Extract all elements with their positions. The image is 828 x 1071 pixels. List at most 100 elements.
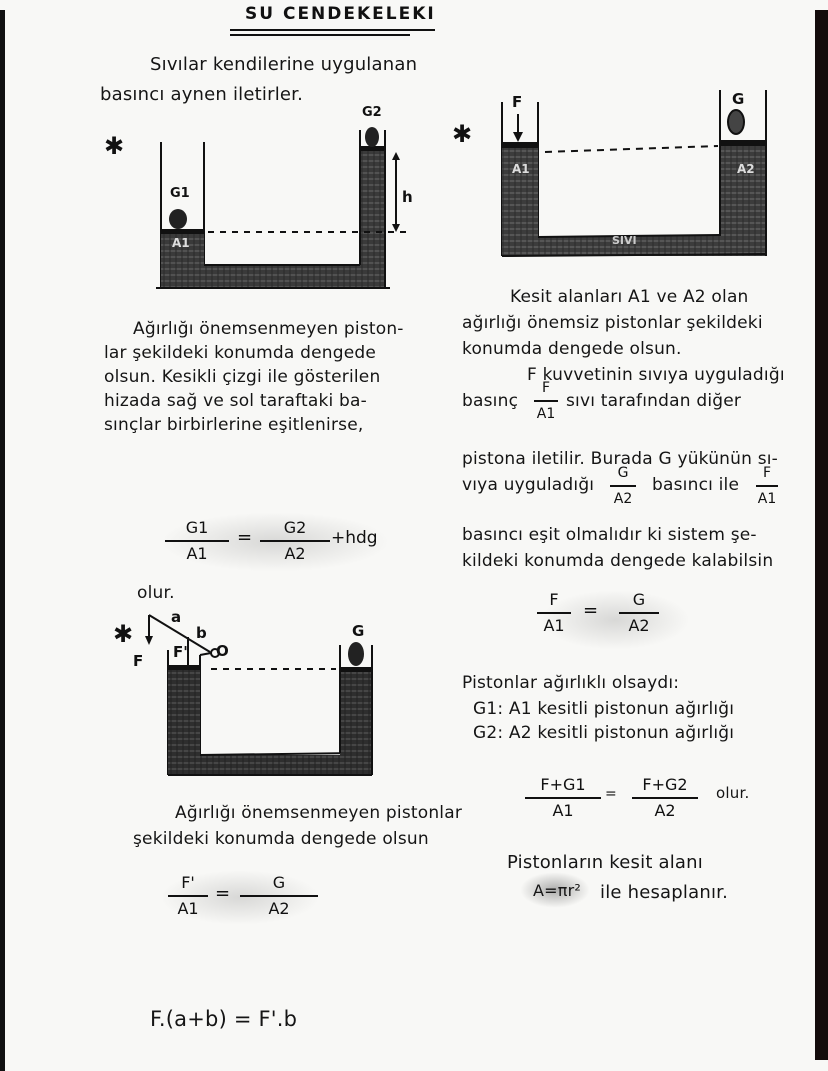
label-h: h bbox=[402, 188, 413, 206]
fig2-caption-4: F kuvvetinin sıvıya uyguladığı bbox=[527, 365, 785, 385]
label-load-g: G bbox=[352, 622, 365, 640]
equals-sign: = bbox=[605, 786, 617, 802]
denominator: A1 bbox=[177, 899, 199, 918]
pencil-smudge bbox=[520, 872, 590, 908]
label-pivot-o: O bbox=[216, 642, 229, 660]
weighted-g2-def: G2: A2 kesitli pistonun ağırlığı bbox=[473, 723, 735, 743]
numerator: F bbox=[541, 380, 551, 396]
denominator: A1 bbox=[757, 491, 777, 507]
label-force-f: F bbox=[133, 652, 144, 670]
equation-g2-over-a2: G2 A2 bbox=[260, 518, 330, 564]
numerator: F bbox=[762, 465, 772, 481]
fig3-caption-2: şekildeki konumda dengede olsun bbox=[133, 829, 429, 849]
denominator: A2 bbox=[284, 544, 306, 563]
fig1-olur: olur. bbox=[137, 583, 175, 603]
fig1-caption-4: hizada sağ ve sol taraftaki ba- bbox=[104, 391, 368, 411]
label-a1: A1 bbox=[172, 236, 190, 250]
equals-sign: = bbox=[583, 600, 599, 621]
label-a2: A2 bbox=[737, 162, 755, 176]
denominator: A1 bbox=[186, 544, 208, 563]
fig3-caption-1: Ağırlığı önemsenmeyen pistonlar bbox=[175, 803, 463, 823]
denominator: A2 bbox=[268, 899, 290, 918]
fig2-caption-8: vıya uyguladığı bbox=[462, 475, 595, 495]
label-g2: G2 bbox=[362, 105, 382, 120]
numerator: G bbox=[272, 873, 286, 892]
equation-g-over-a2: G A2 bbox=[619, 590, 659, 636]
title-underline-2 bbox=[230, 34, 410, 36]
label-piston-force: F' bbox=[173, 643, 188, 661]
denominator: A1 bbox=[543, 616, 565, 635]
equation-fg1-over-a1: F+G1 A1 bbox=[525, 775, 601, 821]
numerator: G bbox=[632, 590, 646, 609]
label-arm-a: a bbox=[171, 608, 182, 626]
numerator: F bbox=[549, 590, 559, 609]
pencil-smudge bbox=[160, 870, 320, 925]
denominator: A2 bbox=[613, 491, 633, 507]
weighted-olur: olur. bbox=[716, 784, 750, 802]
fig2-caption-3: konumda dengede olsun. bbox=[462, 339, 682, 359]
numerator: F' bbox=[181, 873, 195, 892]
fraction-bar bbox=[610, 485, 636, 487]
fig1-caption-3: olsun. Kesikli çizgi ile gösterilen bbox=[104, 367, 381, 387]
equals-sign: = bbox=[237, 527, 253, 548]
numerator: G1 bbox=[185, 518, 209, 537]
fraction-bar bbox=[260, 540, 330, 542]
star-marker-icon: ✱ bbox=[113, 620, 134, 648]
denominator: A2 bbox=[654, 801, 676, 820]
weighted-g1-def: G1: A1 kesitli pistonun ağırlığı bbox=[473, 699, 735, 719]
fig1-caption-5: sınçlar birbirlerine eşitlenirse, bbox=[104, 415, 364, 435]
fig2-caption-9: basıncı ile bbox=[652, 475, 740, 495]
equation-g1-over-a1: G1 A1 bbox=[165, 518, 229, 564]
fraction-f-over-a1: F A1 bbox=[756, 463, 778, 509]
fig2-caption-5: basınç bbox=[462, 391, 519, 411]
fraction-bar bbox=[632, 797, 698, 799]
fraction-bar bbox=[619, 612, 659, 614]
label-load-g: G bbox=[732, 90, 745, 108]
fraction-g-over-a2: G A2 bbox=[610, 463, 636, 509]
label-g1: G1 bbox=[170, 186, 190, 201]
numerator: G2 bbox=[283, 518, 307, 537]
fig2-caption-11: kildeki konumda dengede kalabilsin bbox=[462, 551, 774, 571]
fraction-bar bbox=[525, 797, 601, 799]
weighted-heading: Pistonlar ağırlıklı olsaydı: bbox=[462, 673, 680, 693]
title-underline bbox=[230, 29, 435, 31]
label-force-f: F bbox=[512, 93, 523, 111]
pencil-smudge bbox=[160, 512, 390, 572]
intro-line-2: basıncı aynen iletirler. bbox=[100, 84, 304, 105]
equation-fprime-over-a1: F' A1 bbox=[168, 873, 208, 919]
fig2-caption-2: ağırlığı önemsiz pistonlar şekildeki bbox=[462, 313, 763, 333]
numerator: G bbox=[617, 465, 629, 481]
intro-line-1: Sıvılar kendilerine uygulanan bbox=[150, 54, 418, 75]
figure-3-diagram bbox=[145, 614, 373, 776]
fraction-bar bbox=[165, 540, 229, 542]
equation-g-over-a2: G A2 bbox=[240, 873, 318, 919]
scan-edge-left bbox=[0, 10, 5, 1071]
figure-1-diagram bbox=[156, 127, 412, 289]
denominator: A1 bbox=[536, 406, 556, 422]
fraction-f-over-a1: F A1 bbox=[534, 378, 558, 424]
page-title: SU CENDEKELEKI bbox=[245, 4, 436, 24]
lever-equation: F.(a+b) = F'.b bbox=[150, 1007, 298, 1031]
star-marker-icon: ✱ bbox=[452, 120, 473, 148]
fraction-bar bbox=[534, 400, 558, 402]
denominator: A1 bbox=[552, 801, 574, 820]
label-a1: A1 bbox=[512, 162, 530, 176]
fraction-bar bbox=[756, 485, 778, 487]
label-arm-b: b bbox=[196, 624, 207, 642]
area-note-2: ile hesaplanır. bbox=[600, 882, 729, 903]
fig2-caption-10: basıncı eşit olmalıdır ki sistem şe- bbox=[462, 525, 757, 545]
fraction-bar bbox=[240, 895, 318, 897]
star-marker-icon: ✱ bbox=[104, 132, 125, 160]
fig1-caption-2: lar şekildeki konumda dengede bbox=[104, 343, 377, 363]
scan-edge-right bbox=[815, 10, 828, 1060]
denominator: A2 bbox=[628, 616, 650, 635]
fig2-caption-1: Kesit alanları A1 ve A2 olan bbox=[510, 287, 749, 307]
fraction-bar bbox=[537, 612, 571, 614]
area-formula: A=πr² bbox=[533, 881, 581, 900]
numerator: F+G1 bbox=[540, 775, 586, 794]
label-fluid: SIVI bbox=[612, 234, 637, 247]
equation-f-over-a1: F A1 bbox=[537, 590, 571, 636]
equation-fg2-over-a2: F+G2 A2 bbox=[632, 775, 698, 821]
figure-2-diagram bbox=[501, 90, 767, 257]
